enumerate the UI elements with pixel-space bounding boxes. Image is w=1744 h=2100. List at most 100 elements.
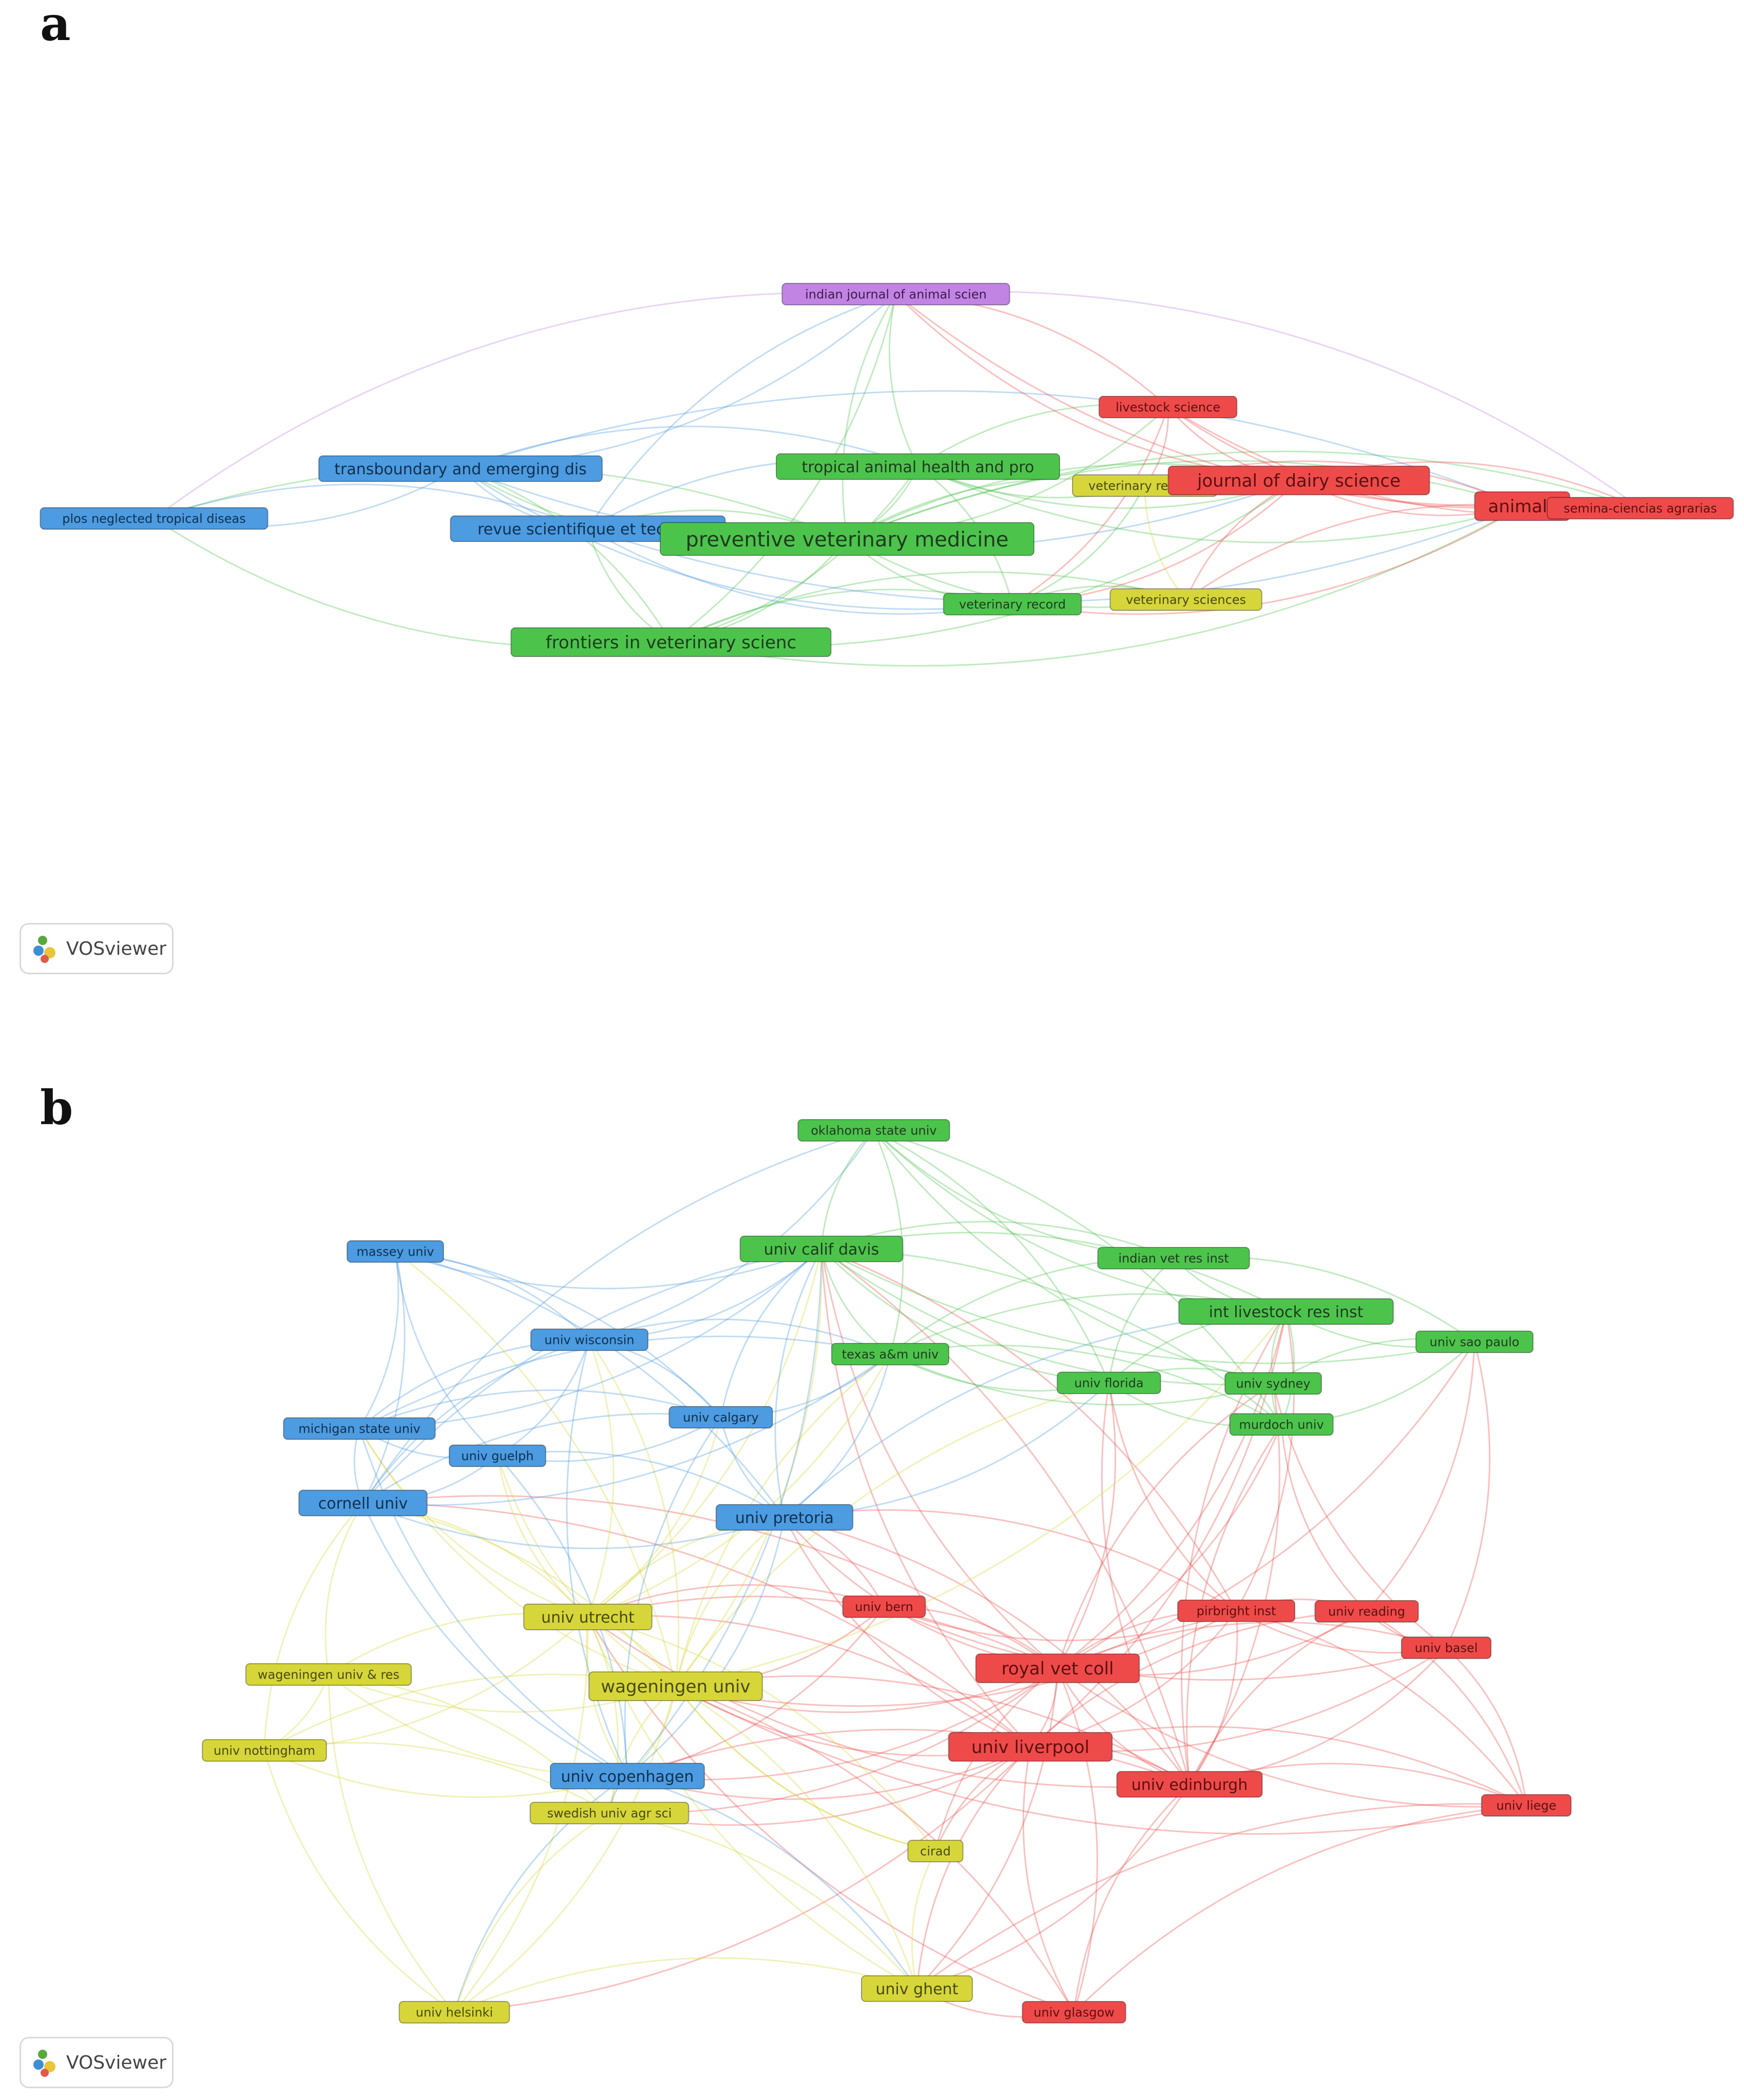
- node-box[interactable]: [1481, 1794, 1572, 1817]
- node-box[interactable]: [1415, 1331, 1534, 1353]
- node-box[interactable]: [715, 1504, 854, 1531]
- node-box[interactable]: [1109, 588, 1262, 611]
- node-b22[interactable]: royal vet coll: [975, 1653, 1140, 1683]
- node-box[interactable]: [1546, 497, 1734, 519]
- node-b26[interactable]: univ liverpool: [948, 1732, 1113, 1762]
- node-a11[interactable]: preventive veterinary medicine: [660, 522, 1034, 556]
- node-b8[interactable]: texas a&m univ: [831, 1343, 950, 1365]
- node-label: univ liege: [1496, 1799, 1556, 1813]
- node-b1[interactable]: oklahoma state univ: [797, 1119, 950, 1142]
- node-a9[interactable]: plos neglected tropical diseas: [40, 507, 269, 530]
- node-box[interactable]: [1116, 1771, 1263, 1798]
- node-box[interactable]: [831, 1343, 950, 1365]
- node-a14[interactable]: frontiers in veterinary scienc: [510, 627, 832, 657]
- node-b17[interactable]: univ bern: [842, 1595, 926, 1618]
- node-box[interactable]: [907, 1840, 964, 1862]
- node-b23[interactable]: wageningen univ & res: [245, 1663, 412, 1686]
- node-b7[interactable]: univ wisconsin: [530, 1328, 649, 1351]
- node-b11[interactable]: univ calgary: [668, 1406, 773, 1429]
- node-b27[interactable]: univ copenhagen: [550, 1763, 705, 1789]
- node-b2[interactable]: massey univ: [347, 1240, 444, 1263]
- node-box[interactable]: [1098, 396, 1238, 418]
- node-b24[interactable]: wageningen univ: [588, 1671, 763, 1701]
- node-b16[interactable]: univ pretoria: [715, 1504, 854, 1531]
- node-box[interactable]: [975, 1653, 1140, 1683]
- node-b5[interactable]: int livestock res inst: [1178, 1298, 1394, 1325]
- node-box[interactable]: [776, 453, 1060, 480]
- node-a8[interactable]: semina-ciencias agrarias: [1546, 497, 1734, 519]
- node-b15[interactable]: cornell univ: [298, 1490, 428, 1516]
- link-edge: [324, 1502, 364, 1675]
- node-box[interactable]: [948, 1732, 1113, 1762]
- node-box[interactable]: [1177, 1600, 1296, 1622]
- node-box[interactable]: [245, 1663, 412, 1686]
- node-box[interactable]: [202, 1739, 327, 1762]
- node-b18[interactable]: pirbright inst: [1177, 1600, 1296, 1622]
- node-box[interactable]: [1401, 1636, 1492, 1659]
- node-b4[interactable]: indian vet res inst: [1097, 1247, 1250, 1269]
- node-b34[interactable]: univ helsinki: [398, 2001, 510, 2024]
- node-box[interactable]: [550, 1763, 705, 1789]
- node-b31[interactable]: cirad: [907, 1840, 964, 1862]
- node-b3[interactable]: univ calif davis: [739, 1236, 904, 1262]
- node-box[interactable]: [943, 593, 1082, 615]
- node-label: cornell univ: [318, 1495, 408, 1513]
- link-edge: [821, 1248, 1475, 1364]
- node-box[interactable]: [739, 1236, 904, 1262]
- node-box[interactable]: [449, 1444, 546, 1467]
- node-a6[interactable]: journal of dairy science: [1167, 466, 1430, 495]
- node-box[interactable]: [1314, 1600, 1419, 1623]
- node-box[interactable]: [347, 1240, 444, 1263]
- node-label: michigan state univ: [298, 1422, 420, 1436]
- link-edge: [394, 1251, 499, 1457]
- node-box[interactable]: [781, 283, 1010, 305]
- node-b14[interactable]: univ guelph: [449, 1444, 546, 1467]
- node-box[interactable]: [842, 1595, 926, 1618]
- node-label: univ wisconsin: [544, 1333, 634, 1347]
- node-b32[interactable]: univ ghent: [861, 1975, 973, 2002]
- node-box[interactable]: [1097, 1247, 1250, 1269]
- node-a1[interactable]: indian journal of animal scien: [781, 283, 1010, 305]
- node-a4[interactable]: tropical animal health and pro: [776, 453, 1060, 480]
- node-box[interactable]: [588, 1671, 763, 1701]
- node-box[interactable]: [797, 1119, 950, 1142]
- node-a10[interactable]: revue scientifique et techniq: [450, 515, 726, 542]
- node-box[interactable]: [660, 522, 1034, 556]
- node-box[interactable]: [318, 455, 603, 482]
- node-a13[interactable]: veterinary sciences: [1109, 588, 1262, 611]
- node-b6[interactable]: univ sao paulo: [1415, 1331, 1534, 1353]
- node-b10[interactable]: univ sydney: [1224, 1372, 1322, 1395]
- node-a12[interactable]: veterinary record: [943, 593, 1082, 615]
- node-b33[interactable]: univ glasgow: [1022, 2001, 1126, 2024]
- node-box[interactable]: [861, 1975, 973, 2002]
- node-box[interactable]: [398, 2001, 510, 2024]
- node-b20[interactable]: univ utrecht: [523, 1604, 653, 1630]
- node-box[interactable]: [1229, 1413, 1334, 1436]
- node-a7[interactable]: animals: [1474, 491, 1570, 521]
- node-b28[interactable]: univ edinburgh: [1116, 1771, 1263, 1798]
- node-box[interactable]: [529, 1802, 689, 1824]
- node-b19[interactable]: univ reading: [1314, 1600, 1419, 1623]
- node-a2[interactable]: livestock science: [1098, 396, 1238, 418]
- node-box[interactable]: [523, 1604, 653, 1630]
- node-b29[interactable]: univ liege: [1481, 1794, 1572, 1817]
- node-box[interactable]: [283, 1417, 436, 1440]
- link-edge: [675, 1685, 918, 1989]
- node-b12[interactable]: murdoch univ: [1229, 1413, 1334, 1436]
- node-box[interactable]: [1022, 2001, 1126, 2024]
- node-b25[interactable]: univ nottingham: [202, 1739, 327, 1762]
- node-b30[interactable]: swedish univ agr sci: [529, 1802, 689, 1824]
- node-a3[interactable]: transboundary and emerging dis: [318, 455, 603, 482]
- node-box[interactable]: [1057, 1372, 1161, 1394]
- node-box[interactable]: [298, 1490, 428, 1516]
- node-b21[interactable]: univ basel: [1401, 1636, 1492, 1659]
- node-box[interactable]: [1178, 1298, 1394, 1325]
- node-box[interactable]: [668, 1406, 773, 1429]
- node-box[interactable]: [1224, 1372, 1322, 1395]
- node-box[interactable]: [530, 1328, 649, 1351]
- node-box[interactable]: [1167, 466, 1430, 495]
- node-box[interactable]: [40, 507, 269, 530]
- node-box[interactable]: [510, 627, 832, 657]
- node-b13[interactable]: michigan state univ: [283, 1417, 436, 1440]
- node-b9[interactable]: univ florida: [1057, 1372, 1161, 1394]
